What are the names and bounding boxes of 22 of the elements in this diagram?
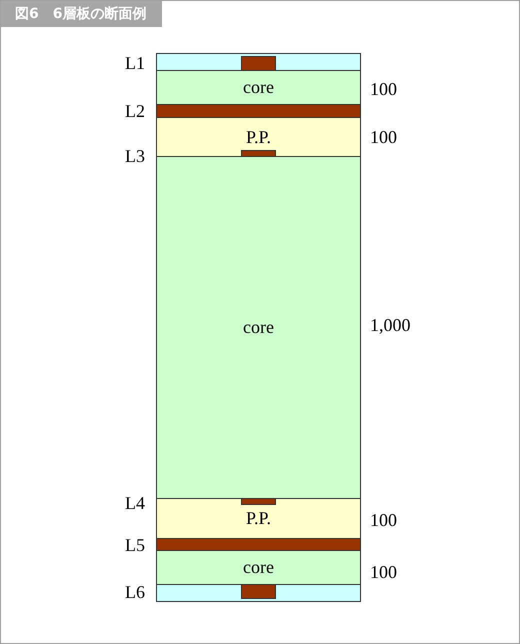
layer-label: L3 (125, 146, 145, 166)
layer-label: L6 (125, 582, 145, 602)
thickness-value: 100 (370, 562, 397, 582)
layer-label: L1 (125, 53, 145, 73)
thickness-value: 100 (370, 127, 397, 147)
dielectric-layer (156, 156, 361, 499)
thickness-value: 100 (370, 510, 397, 530)
dielectric-layer (156, 550, 361, 585)
layer-name: core (242, 317, 275, 337)
dielectric-layer (156, 70, 361, 105)
layer-name: core (242, 557, 275, 577)
thickness-value: 100 (370, 79, 397, 99)
figure-title: 図6 6層板の断面例 (1, 1, 162, 27)
layer-name: P.P. (244, 508, 272, 528)
dielectric-layer (156, 498, 361, 539)
layer-label: L2 (125, 101, 145, 121)
layer-name: P.P. (244, 126, 272, 146)
layer-label: L5 (125, 535, 145, 555)
dielectric-layer (156, 117, 361, 157)
thickness-value: 1,000 (370, 315, 410, 335)
layer-label: L4 (125, 493, 145, 513)
layer-name: core (242, 77, 275, 97)
